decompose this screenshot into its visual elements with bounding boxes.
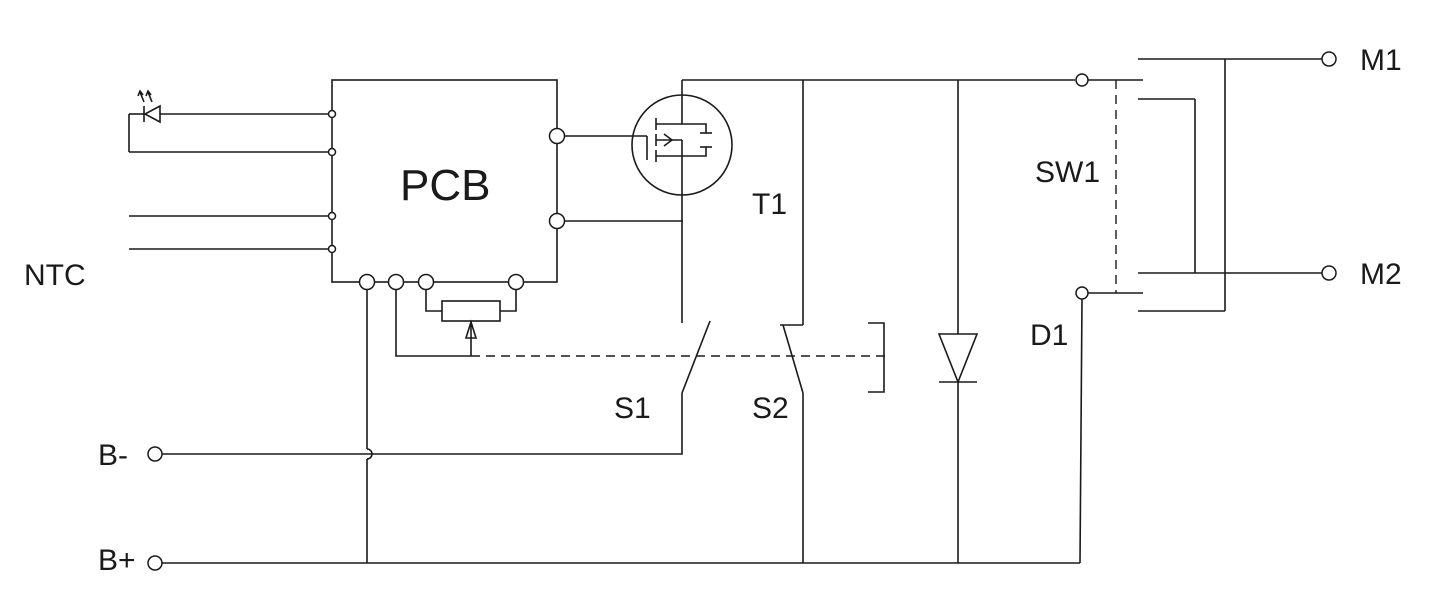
pcb-pin-source <box>548 212 566 230</box>
freewheel-diode <box>937 80 979 563</box>
pcb-pin-pot-b <box>507 273 525 291</box>
b-minus-terminal <box>147 446 163 462</box>
led-indicator <box>128 89 332 153</box>
m1-label: M1 <box>1360 44 1402 77</box>
pcb-pin-led-b <box>327 147 337 157</box>
mosfet-t1 <box>631 80 733 221</box>
b-plus-rail <box>162 290 1080 564</box>
pcb-pin-ntc-a <box>327 211 337 221</box>
m2-label: M2 <box>1360 258 1402 291</box>
switch-s1 <box>681 221 711 394</box>
potentiometer <box>425 290 517 356</box>
switch-s2 <box>780 80 804 563</box>
b-plus-terminal <box>147 555 163 571</box>
s2-label: S2 <box>752 392 789 425</box>
ntc-label: NTC <box>24 259 86 292</box>
d1-label: D1 <box>1030 319 1068 352</box>
pcb-label: PCB <box>400 161 490 210</box>
pcb-pin-b-plus <box>358 273 376 291</box>
pcb-pin-ntc-b <box>327 244 337 254</box>
ntc-leads <box>129 215 332 250</box>
pcb-pin-led-a <box>327 109 337 119</box>
pcb-pin-s-link <box>387 273 405 291</box>
sw1-label: SW1 <box>1035 156 1100 189</box>
b-minus-wire <box>162 393 683 455</box>
s1-label: S1 <box>614 392 651 425</box>
b-plus-label: B+ <box>98 544 136 577</box>
m2-terminal <box>1321 265 1337 281</box>
switch-link-wire <box>395 290 471 357</box>
reversing-switch-sw1 <box>1075 58 1325 564</box>
b-minus-label: B- <box>98 439 128 472</box>
pcb-pin-gate <box>548 127 566 145</box>
pcb-pin-pot-a <box>417 273 435 291</box>
pcb-block <box>331 79 558 283</box>
m1-terminal <box>1321 51 1337 67</box>
linkage-bracket <box>868 322 885 393</box>
t1-label: T1 <box>752 188 787 221</box>
